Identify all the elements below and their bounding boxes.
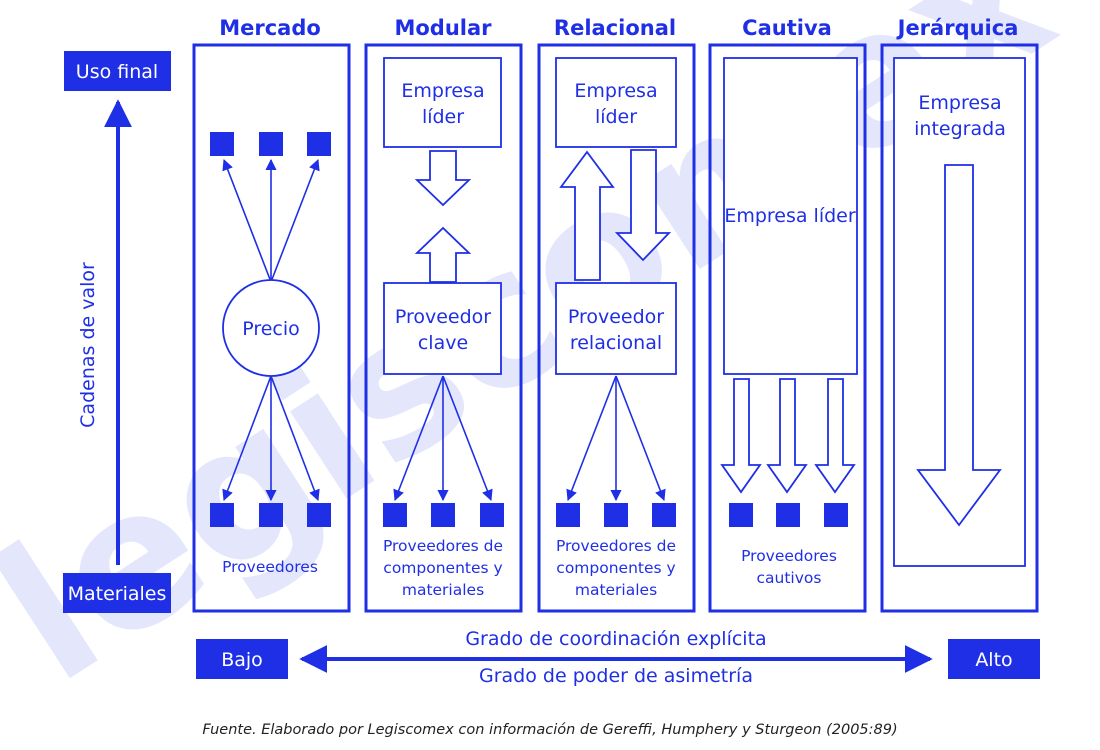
bajo-box	[196, 639, 288, 679]
integrated-firm-label: integrada	[914, 118, 1006, 140]
buyer-square	[307, 132, 331, 156]
relacional-suppliers-label: Proveedores de	[556, 537, 676, 555]
uso-final-box	[64, 51, 171, 91]
down-block-arrow	[814, 378, 856, 494]
lead-firm-label: líder	[422, 106, 464, 128]
header-mercado: Mercado	[219, 16, 321, 40]
modular-suppliers-label: componentes y	[383, 559, 502, 577]
lead-firm-box	[555, 57, 677, 148]
supplier-square	[210, 503, 234, 527]
uso-final-label: Uso final	[76, 61, 158, 83]
cautiva-suppliers-label: cautivos	[757, 569, 822, 587]
price-label: Precio	[242, 318, 300, 340]
down-block-arrow	[720, 378, 762, 494]
header-cautiva: Cautiva	[742, 16, 832, 40]
supplier-square	[729, 503, 753, 527]
coordination-axis: Bajo Grado de coordinación explícita Gra…	[196, 628, 1040, 687]
down-block-arrow	[614, 149, 672, 262]
supplier-square	[556, 503, 580, 527]
relational-supplier-label: relacional	[570, 332, 662, 354]
column-frame-modular	[364, 43, 523, 613]
supplier-square	[480, 503, 504, 527]
alto-label: Alto	[975, 649, 1012, 671]
supplier-arrow	[222, 375, 272, 502]
modular-content: Empresa líder Proveedor clave Proveedore…	[383, 57, 504, 599]
integrated-firm-label: Empresa	[918, 92, 1001, 114]
bajo-label: Bajo	[221, 649, 263, 671]
supplier-square	[307, 503, 331, 527]
supplier-square	[259, 503, 283, 527]
up-block-arrow	[414, 226, 472, 283]
supplier-square	[776, 503, 800, 527]
cautiva-content: Empresa líder Proveedores cautivos	[720, 57, 858, 587]
supplier-square	[652, 503, 676, 527]
buyer-square	[259, 132, 283, 156]
supplier-arrow	[393, 375, 444, 502]
supplier-arrow	[442, 375, 493, 502]
column-frame-cautiva	[708, 43, 867, 613]
key-supplier-label: Proveedor	[395, 306, 491, 328]
relational-supplier-box	[555, 282, 677, 375]
supplier-arrow	[566, 375, 617, 502]
supplier-square	[431, 503, 455, 527]
down-block-arrow	[414, 150, 472, 207]
materiales-label: Materiales	[68, 583, 167, 605]
lead-firm-box	[723, 57, 858, 375]
key-supplier-label: clave	[418, 332, 468, 354]
jerarquica-content: Empresa integrada	[893, 57, 1026, 567]
supplier-square	[604, 503, 628, 527]
modular-suppliers-label: Proveedores de	[383, 537, 503, 555]
supplier-square	[383, 503, 407, 527]
header-jerarquica: Jerárquica	[896, 16, 1019, 40]
lead-firm-label: Empresa	[574, 80, 657, 102]
value-chain-axis: Uso final Cadenas de valor Materiales	[63, 51, 171, 613]
cautiva-suppliers-label: Proveedores	[741, 547, 837, 565]
lead-firm-label: líder	[595, 106, 637, 128]
price-arrow	[222, 158, 272, 283]
column-frame-mercado	[192, 43, 351, 613]
mercado-suppliers-label: Proveedores	[222, 558, 318, 576]
value-chain-label: Cadenas de valor	[77, 262, 99, 428]
lead-firm-label: Empresa	[401, 80, 484, 102]
column-frame-relacional	[537, 43, 696, 613]
alto-box	[948, 639, 1040, 679]
relational-supplier-label: Proveedor	[568, 306, 664, 328]
asymmetry-caption: Grado de poder de asimetría	[479, 665, 753, 687]
relacional-suppliers-label: materiales	[575, 581, 657, 599]
relacional-content: Empresa líder Proveedor relacional Prove…	[555, 57, 677, 599]
up-block-arrow	[559, 150, 615, 281]
buyer-square	[210, 132, 234, 156]
source-footnote: Fuente. Elaborado por Legiscomex con inf…	[202, 722, 897, 738]
lead-firm-label: Empresa líder	[724, 205, 856, 227]
coordination-caption: Grado de coordinación explícita	[465, 628, 766, 650]
key-supplier-box	[383, 282, 502, 375]
down-block-arrow	[916, 164, 1002, 527]
header-relacional: Relacional	[554, 16, 676, 40]
price-arrow	[270, 158, 320, 283]
modular-suppliers-label: materiales	[402, 581, 484, 599]
column-frame-jerarquica	[880, 43, 1039, 613]
supplier-arrow	[615, 375, 666, 502]
mercado-content: Precio Proveedores	[210, 132, 331, 576]
supplier-square	[824, 503, 848, 527]
materiales-box	[63, 573, 171, 613]
relacional-suppliers-label: componentes y	[556, 559, 675, 577]
down-block-arrow	[766, 378, 808, 494]
header-modular: Modular	[394, 16, 492, 40]
lead-firm-box	[383, 57, 502, 148]
supplier-arrow	[270, 375, 320, 502]
